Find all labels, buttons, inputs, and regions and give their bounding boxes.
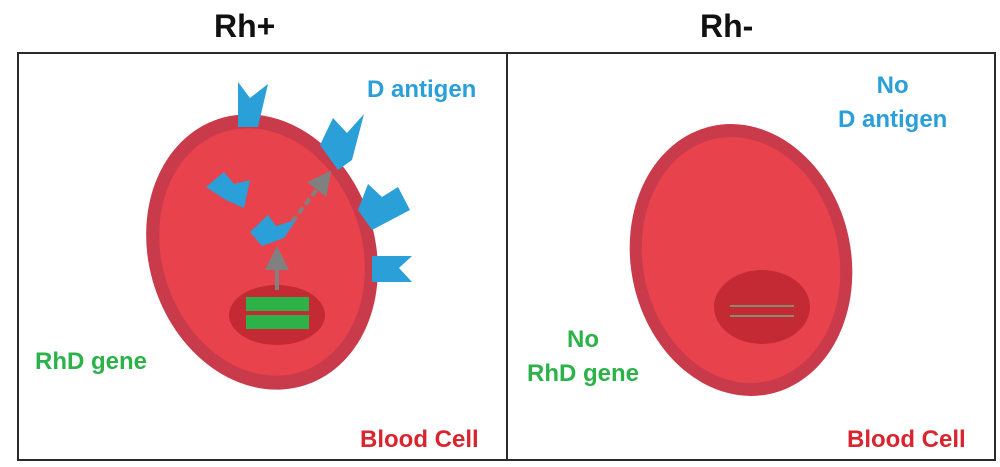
- rh-negative-nucleus: [714, 270, 810, 344]
- d-antigen-icon: [358, 184, 410, 230]
- d-antigen-icon: [250, 215, 296, 246]
- d-antigen-icon: [320, 114, 364, 170]
- d-antigen-icon: [206, 172, 250, 208]
- no-d-antigen-line2: D antigen: [838, 106, 948, 133]
- no-d-antigen-line1: No: [876, 72, 909, 99]
- d-antigen-icon: [372, 256, 412, 282]
- rh-negative-title: Rh-: [700, 8, 754, 44]
- rh-positive-blood-cell: [146, 114, 378, 390]
- rhd-gene-icon: [246, 297, 309, 329]
- blood-cell-label-right: Blood Cell: [847, 426, 966, 453]
- d-antigen-icon: [238, 82, 268, 127]
- no-rhd-gene-line1: No: [567, 326, 599, 353]
- antigen-transport-arrow: [290, 170, 332, 224]
- d-antigen-label: D antigen: [367, 76, 477, 103]
- no-rhd-gene-label: No RhD gene: [527, 323, 639, 391]
- rh-positive-title: Rh+: [214, 8, 276, 44]
- no-rhd-gene-line2: RhD gene: [527, 360, 640, 387]
- rhd-gene-label: RhD gene: [35, 348, 148, 375]
- blood-cell-label-left: Blood Cell: [360, 426, 479, 453]
- rh-negative-blood-cell: [629, 124, 853, 396]
- no-d-antigen-label: No D antigen: [838, 69, 947, 137]
